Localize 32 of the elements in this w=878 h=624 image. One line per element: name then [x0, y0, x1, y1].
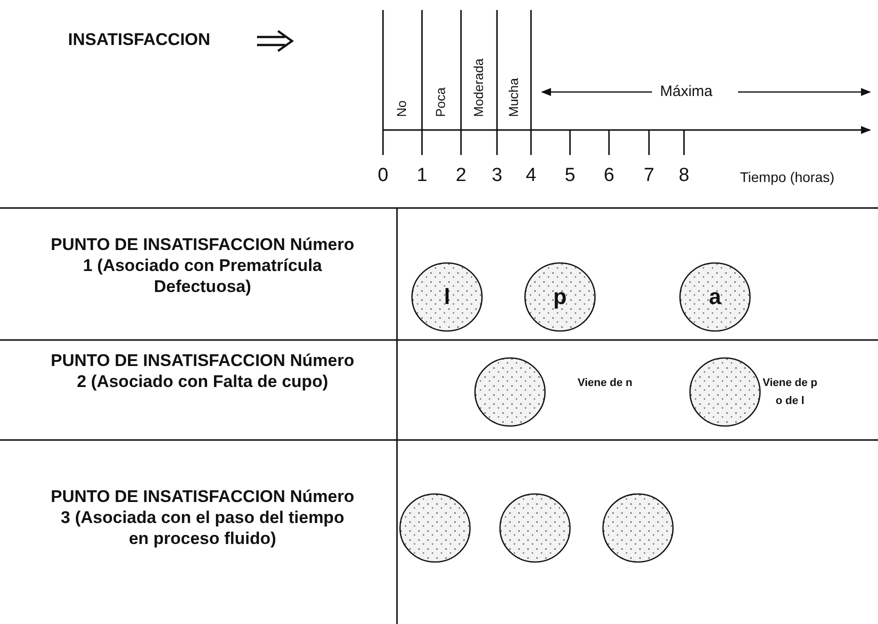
stippled-circle: [689, 356, 761, 428]
stippled-circle: [399, 492, 471, 564]
tick-label: 7: [643, 165, 655, 187]
stippled-circle: [679, 261, 751, 333]
circle-caption: Viene de p o de l: [762, 376, 818, 409]
circle-caption: Viene de n: [576, 376, 634, 391]
level-label: No: [394, 100, 409, 117]
stippled-circle: [474, 356, 546, 428]
stippled-circle: [411, 261, 483, 333]
row-heading: PUNTO DE INSATISFACCION Número 1 (Asociado con Prematrícula Defectuosa): [50, 234, 355, 297]
level-label: Moderada: [471, 58, 486, 117]
axis-label: Tiempo (horas): [740, 169, 834, 185]
tick-label: 5: [564, 165, 576, 187]
row-heading: PUNTO DE INSATISFACCION Número 2 (Asociado con Falta de cupo): [50, 350, 355, 392]
circle-letter: l: [444, 284, 450, 310]
stippled-circle: [602, 492, 674, 564]
axis-title: INSATISFACCION: [68, 30, 210, 50]
stippled-circle: [524, 261, 596, 333]
tick-label: 0: [377, 165, 389, 187]
level-label: Mucha: [506, 78, 521, 117]
tick-label: 6: [603, 165, 615, 187]
circle-letter: a: [708, 284, 722, 310]
tick-label: 2: [455, 165, 467, 187]
circle-letter: p: [553, 284, 567, 310]
tick-label: 4: [525, 165, 537, 187]
tick-label: 8: [678, 165, 690, 187]
stippled-circle: [499, 492, 571, 564]
row-heading: PUNTO DE INSATISFACCION Número 3 (Asociada con el paso del tiempo en proceso fluido): [50, 486, 355, 549]
tick-label: 3: [491, 165, 503, 187]
tick-label: 1: [416, 165, 428, 187]
level-label: Poca: [433, 87, 448, 117]
level-label: Máxima: [660, 83, 713, 100]
